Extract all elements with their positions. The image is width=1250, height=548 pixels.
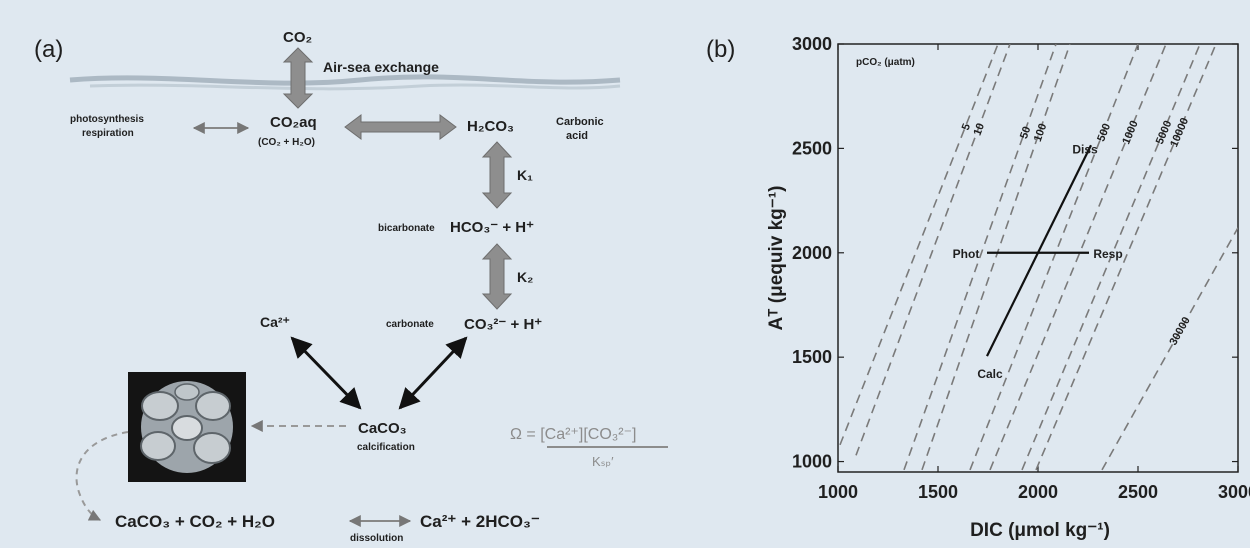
sea-surface bbox=[69, 74, 621, 86]
bicarbonate-formula: HCO₃⁻ + H⁺ bbox=[450, 219, 534, 236]
k1-label: K₁ bbox=[517, 167, 533, 183]
y-axis-title: Aᵀ (μequiv kg⁻¹) bbox=[766, 186, 787, 331]
dissolution-equation-left: CaCO₃ + CO₂ + H₂O bbox=[115, 512, 275, 531]
sea-surface-wave bbox=[89, 83, 621, 91]
plot-frame bbox=[837, 43, 1239, 473]
omega-denominator: Kₛₚ′ bbox=[592, 454, 614, 469]
panel-a-label: (a) bbox=[34, 36, 63, 63]
dissolution-equation-right: Ca²⁺ + 2HCO₃⁻ bbox=[420, 512, 540, 531]
bicarbonate-label: bicarbonate bbox=[378, 223, 435, 234]
air-sea-exchange-label: Air-sea exchange bbox=[323, 59, 439, 75]
pco2-isoline bbox=[989, 44, 1167, 471]
co2-atmosphere: CO₂ bbox=[283, 29, 312, 46]
x-tick-label: 3000 bbox=[1218, 482, 1250, 502]
carbonate-label: carbonate bbox=[386, 319, 434, 330]
hydration-double-arrow bbox=[344, 114, 457, 140]
carbonate-caco3-arrow bbox=[398, 336, 468, 410]
calcium-caco3-arrow bbox=[290, 336, 362, 410]
pco2-isoline bbox=[1101, 227, 1238, 471]
panel-a: (a) CO₂ Air-sea exchange photosynthesis … bbox=[34, 29, 668, 544]
calcification-label: calcification bbox=[357, 442, 415, 453]
y-tick-label: 1000 bbox=[792, 452, 832, 472]
pco2-isoline-label: 10 bbox=[972, 122, 988, 138]
pco2-chart: 1000 1500 2000 2500 3000 1000 1500 2000 2500 3000… bbox=[792, 34, 1250, 502]
y-tick-label: 1500 bbox=[792, 347, 832, 367]
pco2-isoline bbox=[855, 44, 1011, 456]
co2aq-label: CO₂aq bbox=[270, 114, 317, 131]
y-tick-label: 2500 bbox=[792, 138, 832, 158]
carbonate-formula: CO₃²⁻ + H⁺ bbox=[464, 316, 542, 333]
x-tick-label: 2000 bbox=[1018, 482, 1058, 502]
x-tick-label: 2500 bbox=[1118, 482, 1158, 502]
x-tick-label: 1500 bbox=[918, 482, 958, 502]
k1-double-arrow bbox=[481, 141, 513, 209]
x-tick-label: 1000 bbox=[818, 482, 858, 502]
omega-numerator: Ω = [Ca²⁺][CO₃²⁻] bbox=[510, 426, 637, 443]
y-tick-label: 2000 bbox=[792, 243, 832, 263]
h2co3-label: H₂CO₃ bbox=[467, 118, 514, 135]
pco2-isoline-label: 50 bbox=[1018, 125, 1033, 141]
dissolution-label: dissolution bbox=[350, 533, 403, 544]
pco2-isoline-title: pCO₂ (μatm) bbox=[856, 57, 915, 68]
panel-b-label: (b) bbox=[706, 36, 735, 63]
process-label: Diss bbox=[1072, 142, 1098, 156]
pco2-isoline bbox=[903, 44, 1057, 471]
carbonic-acid-label-1: Carbonic bbox=[556, 116, 604, 128]
pco2-isoline bbox=[1035, 44, 1217, 471]
pco2-isoline bbox=[839, 44, 999, 446]
y-tick-label: 3000 bbox=[792, 34, 832, 54]
process-label: Resp bbox=[1093, 247, 1122, 261]
k2-label: K₂ bbox=[517, 269, 533, 285]
sinking-dashed-arrow bbox=[75, 431, 129, 521]
co2aq-subtitle: (CO₂ + H₂O) bbox=[258, 137, 315, 148]
k2-double-arrow bbox=[481, 243, 513, 310]
calcium-ion-label: Ca²⁺ bbox=[260, 314, 290, 330]
pco2-isoline-label: 100 bbox=[1032, 122, 1049, 143]
pco2-isoline bbox=[969, 44, 1139, 471]
air-sea-double-arrow bbox=[282, 47, 314, 109]
photosynthesis-label: photosynthesis bbox=[70, 114, 144, 125]
process-label: Phot bbox=[953, 247, 980, 261]
isoline-group bbox=[839, 44, 1238, 471]
process-vector bbox=[986, 144, 1092, 357]
coccolithophore-image bbox=[128, 372, 246, 482]
pco2-isoline bbox=[921, 44, 1071, 471]
process-label: Calc bbox=[977, 367, 1003, 381]
panel-b: (b) 1000 1500 2000 2500 3000 1000 1500 2000 2500… bbox=[706, 34, 1250, 541]
respiration-label: respiration bbox=[82, 128, 134, 139]
x-axis-title: DIC (μmol kg⁻¹) bbox=[970, 520, 1110, 541]
pco2-isoline bbox=[1021, 44, 1201, 471]
caco3-label: CaCO₃ bbox=[358, 420, 407, 437]
pco2-isoline-label: 5 bbox=[960, 122, 973, 132]
carbonic-acid-label-2: acid bbox=[566, 130, 588, 142]
